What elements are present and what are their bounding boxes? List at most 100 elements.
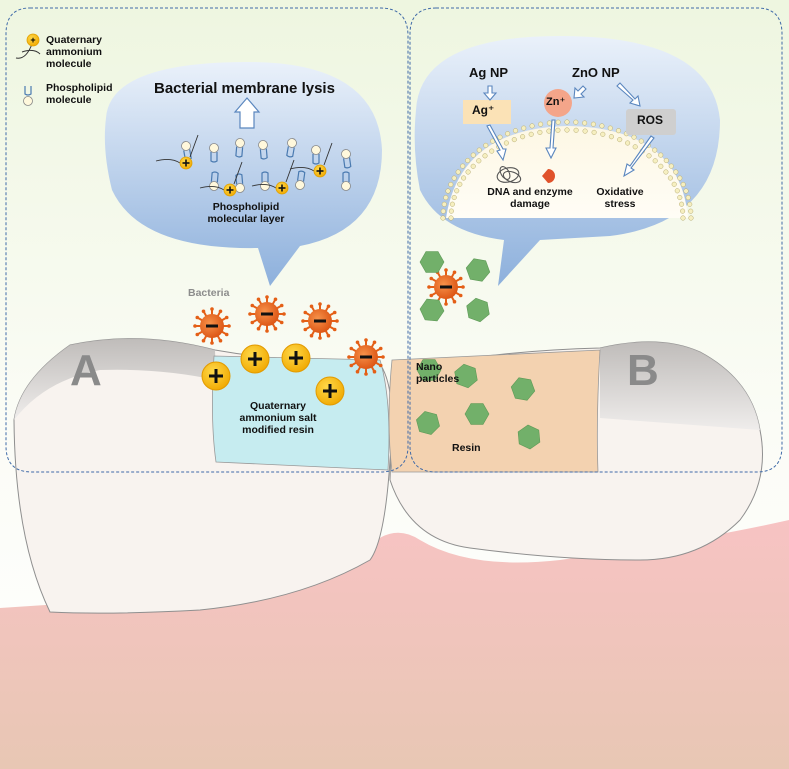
membrane-bead <box>555 127 561 133</box>
tooth-b-enamel <box>600 341 760 430</box>
dna-damage-label: DNA and enzyme damage <box>487 186 573 211</box>
membrane-bead <box>448 208 454 214</box>
membrane-bead <box>465 169 471 175</box>
membrane-bead <box>687 201 693 207</box>
layer-label: Phospholipid molecular layer <box>207 201 285 226</box>
membrane-bead <box>573 119 579 125</box>
membrane-bead <box>482 153 488 159</box>
membrane-bead <box>440 208 446 214</box>
membrane-bead <box>663 169 669 175</box>
membrane-bead <box>674 188 680 194</box>
membrane-bead <box>483 142 489 148</box>
ag-ion-box <box>463 100 511 124</box>
membrane-bead <box>646 153 652 159</box>
membrane-bead <box>573 127 579 133</box>
zn-ion-circle <box>544 89 572 117</box>
enzyme-icon <box>542 169 555 183</box>
membrane-bead <box>688 208 694 214</box>
charge-layer <box>201 343 345 406</box>
membrane-bead <box>638 138 644 144</box>
phospholipid <box>295 170 306 190</box>
phospholipid <box>311 145 321 165</box>
membrane-bead <box>667 175 673 181</box>
membrane-bead <box>668 163 674 169</box>
membrane-bead <box>652 147 658 153</box>
phospholipid-layer-a <box>155 134 352 197</box>
zno-np-label: ZnO NP <box>572 65 620 80</box>
cell-membrane <box>440 119 694 221</box>
membrane-bead <box>497 134 503 140</box>
nanoparticle-hexagon <box>510 377 536 401</box>
membrane-bead <box>680 215 686 221</box>
arrow-ag-dna-icon <box>486 124 507 162</box>
panel-a-frame <box>5 7 409 473</box>
bacteria-label: Bacteria <box>188 287 230 299</box>
membrane-bead <box>677 175 683 181</box>
nanoparticle-hexagon <box>464 403 490 425</box>
membrane-bead <box>455 169 461 175</box>
membrane-bead <box>460 163 466 169</box>
phospholipid <box>341 149 352 169</box>
membrane-bead <box>505 131 511 137</box>
bacterium <box>248 295 286 333</box>
membrane-bead <box>537 129 543 135</box>
panel-b-letter: B <box>627 346 659 395</box>
membrane-bead <box>582 120 588 126</box>
membrane-bead <box>489 148 495 154</box>
membrane-bead <box>685 195 691 201</box>
nanoparticle-layer <box>416 251 541 450</box>
nanoparticle-hexagon <box>454 363 478 389</box>
quaternary-molecule <box>251 159 295 195</box>
membrane-bead <box>680 208 686 214</box>
phospholipid <box>258 140 268 160</box>
membrane-bead <box>470 163 476 169</box>
phospholipid <box>260 171 270 191</box>
membrane-bead <box>546 128 552 134</box>
membrane-bead <box>443 195 449 201</box>
nanoparticle-hexagon <box>466 297 490 323</box>
resin-b-label: Resin <box>452 442 481 454</box>
membrane-bead <box>679 201 685 207</box>
arrow-ag-icon <box>482 85 498 101</box>
legend-quaternary-icon: + <box>15 33 41 59</box>
membrane-bead <box>663 157 669 164</box>
membrane-bead <box>451 175 457 181</box>
membrane-bead <box>625 140 631 146</box>
membrane-bead <box>599 123 605 129</box>
bacteria-layer <box>193 268 465 376</box>
membrane-bead <box>607 125 613 131</box>
nanoparticle-hexagon <box>416 411 440 435</box>
nanoparticle-hexagon <box>416 359 442 381</box>
resin-a-label: Quaternary ammonium salt modified resin <box>239 400 317 437</box>
membrane-bead <box>528 131 534 137</box>
membrane-bead <box>683 188 689 194</box>
membrane-bead <box>440 215 446 221</box>
membrane-bead <box>632 144 638 150</box>
membrane-bead <box>590 121 596 127</box>
resin-a <box>212 355 390 471</box>
arrow-ros-stress-icon <box>623 135 655 178</box>
membrane-bead <box>564 119 570 125</box>
membrane-bead <box>680 181 686 188</box>
phospholipid <box>235 138 245 158</box>
nanoparticle-hexagon <box>419 298 445 322</box>
oxidative-label: Oxidative stress <box>596 186 644 211</box>
membrane-bead <box>511 137 517 143</box>
membrane-bead <box>617 137 623 143</box>
membrane-bead <box>600 131 606 137</box>
membrane-bead <box>529 123 535 129</box>
membrane-bead <box>555 119 561 125</box>
membrane-bead <box>546 120 552 126</box>
nanoparticle-hexagon <box>419 251 445 273</box>
membrane-bead <box>461 175 467 181</box>
membrane-bead <box>476 158 482 164</box>
membrane-bead <box>631 134 637 140</box>
membrane-bead <box>673 169 679 175</box>
membrane-bead <box>451 194 457 201</box>
membrane-bead <box>470 152 476 158</box>
membrane-bead <box>538 121 544 127</box>
ros-box <box>626 109 676 135</box>
bacterium <box>347 338 385 376</box>
gum <box>0 520 789 769</box>
bacterium <box>427 268 465 306</box>
